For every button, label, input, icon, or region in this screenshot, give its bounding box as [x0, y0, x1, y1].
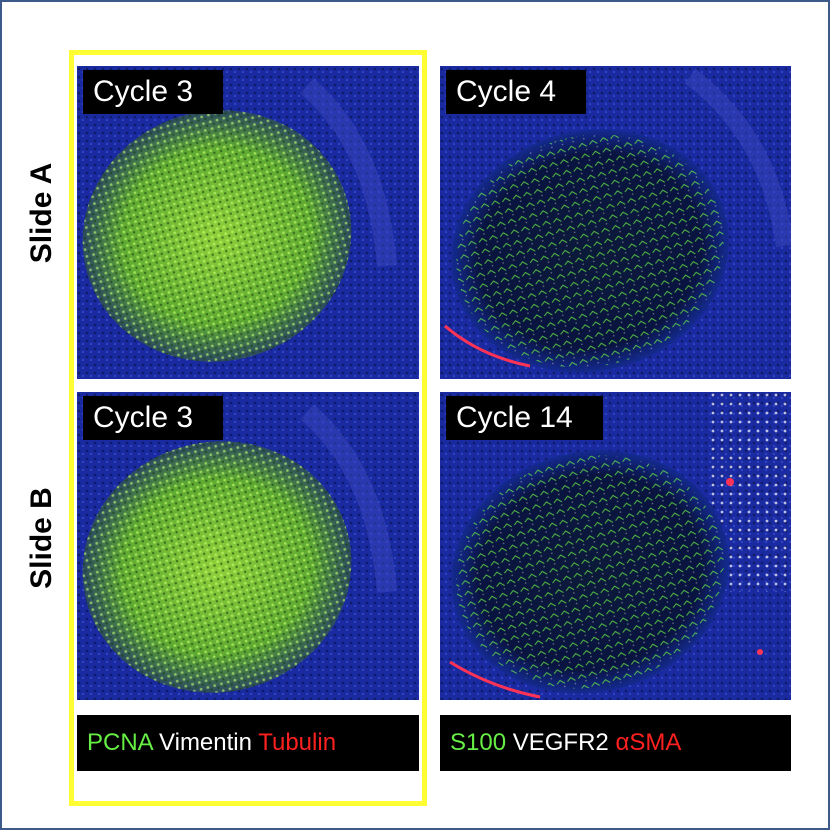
- legend-pcna: PCNA: [87, 729, 153, 756]
- highlight-box: [69, 50, 427, 806]
- micrograph-image: [77, 66, 419, 379]
- micrograph-image: [440, 66, 791, 379]
- micrograph-image: [77, 392, 419, 700]
- micrograph-image: [440, 392, 791, 700]
- legend-vimentin: Vimentin: [159, 729, 252, 756]
- panel-label: Cycle 3: [83, 70, 224, 114]
- micrograph-slide-b-cycle-3: Cycle 3: [77, 392, 419, 700]
- legend-asma: αSMA: [615, 729, 682, 756]
- legend-vegfr2: VEGFR2: [512, 729, 609, 756]
- panel-label: Cycle 3: [83, 396, 224, 440]
- micrograph-slide-b-cycle-14: Cycle 14: [440, 392, 791, 700]
- legend-tubulin: Tubulin: [258, 729, 337, 756]
- micrograph-slide-a-cycle-4: Cycle 4: [440, 66, 791, 379]
- panel-label: Cycle 4: [446, 70, 587, 114]
- legend-right: S100 VEGFR2 αSMA: [440, 715, 791, 771]
- row-label-slide-a: Slide A: [25, 162, 58, 264]
- micrograph-slide-a-cycle-3: Cycle 3: [77, 66, 419, 379]
- panel-label: Cycle 14: [446, 396, 603, 440]
- legend-left: PCNA Vimentin Tubulin: [77, 715, 419, 771]
- row-label-slide-b: Slide B: [25, 487, 58, 589]
- legend-s100: S100: [450, 729, 507, 756]
